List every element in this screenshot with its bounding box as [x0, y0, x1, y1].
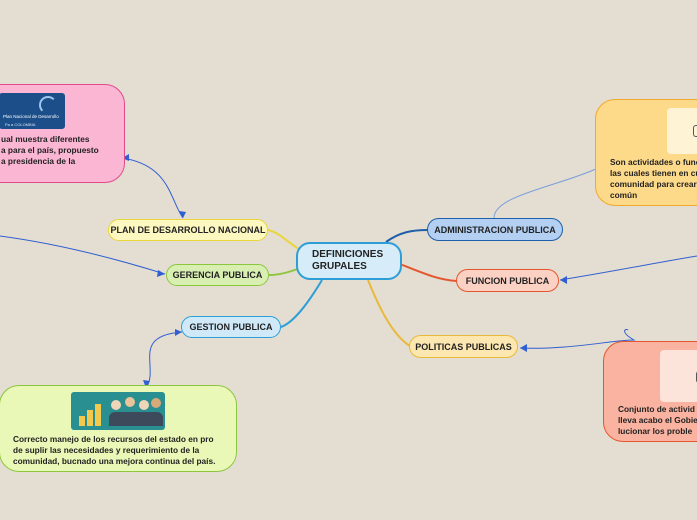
politicas-card-line: lleva acabo el Gobie	[618, 415, 697, 425]
gestion-person-icon	[125, 397, 135, 407]
image-placeholder-icon	[693, 125, 697, 137]
link-plan-arrow-start	[122, 154, 129, 161]
topic-plan-de-desarrollo[interactable]: PLAN DE DESARROLLO NACIONAL	[108, 219, 268, 241]
plan-card-line: a presidencia de la	[1, 156, 76, 166]
plan-card-line: a para el país, propuesto	[1, 145, 99, 155]
plan-logo-text-2: Pa a COLOMBIA	[5, 122, 36, 127]
link-funcion	[559, 255, 697, 281]
gestion-card-line: comunidad, bucnado una mejora continua d…	[13, 456, 216, 466]
plan-logo-wave-icon	[39, 96, 57, 114]
gestion-people-image	[71, 392, 165, 430]
branch-line-politicas	[367, 279, 411, 347]
plan-logo-image: Plan Nacional de Desarrollo Pa a COLOMBI…	[0, 93, 65, 129]
topic-gestion-publica[interactable]: GESTION PUBLICA	[181, 316, 281, 338]
central-topic-line1: DEFINICIONES	[312, 249, 384, 260]
gestion-card-line: Correcto manejo de los recursos del esta…	[13, 434, 214, 444]
topic-administracion-label: ADMINISTRACION PUBLICA	[434, 224, 556, 235]
link-plan-arrow	[179, 211, 186, 218]
link-gestion-arrow-bottom	[143, 380, 150, 388]
topic-politicas-publicas[interactable]: POLITICAS PUBLICAS	[409, 335, 518, 358]
card-politicas-publicas[interactable]: Conjunto de activid lleva acabo el Gobie…	[603, 341, 697, 442]
central-topic[interactable]: DEFINICIONES GRUPALES	[296, 242, 402, 280]
topic-administracion-publica[interactable]: ADMINISTRACION PUBLICA	[427, 218, 563, 241]
plan-logo-text-1: Plan Nacional de Desarrollo	[3, 114, 59, 119]
branch-line-plan	[267, 229, 301, 251]
administracion-card-line: comunidad para crear	[610, 179, 697, 189]
gestion-bars-icon	[87, 410, 93, 426]
topic-funcion-publica[interactable]: FUNCION PUBLICA	[456, 269, 559, 292]
administracion-card-line: común	[610, 190, 638, 200]
link-gerencia	[0, 235, 166, 275]
link-funcion-arrow	[560, 276, 567, 284]
administracion-card-line: las cuales tienen en cu	[610, 168, 697, 178]
gestion-person-icon	[111, 400, 121, 410]
gestion-card-line: de suplir las necesidades y requerimient…	[13, 445, 200, 455]
gestion-person-icon	[139, 400, 149, 410]
gestion-person-icon	[151, 398, 161, 408]
link-politicas-arrow	[520, 344, 527, 352]
card-administracion-publica[interactable]: Son actividades o func las cuales tienen…	[595, 99, 697, 206]
gestion-bars-icon	[79, 416, 85, 426]
topic-gerencia-label: GERENCIA PUBLICA	[172, 270, 263, 280]
link-gestion-arrow-top	[175, 329, 182, 336]
politicas-card-line: Conjunto de activid	[618, 404, 695, 414]
politicas-card-line: lucionar los proble	[618, 426, 693, 436]
gestion-crowd-icon	[109, 412, 163, 426]
central-topic-line2: GRUPALES	[312, 261, 367, 272]
topic-funcion-label: FUNCION PUBLICA	[465, 275, 550, 286]
topic-gerencia-publica[interactable]: GERENCIA PUBLICA	[166, 264, 269, 286]
link-administracion-card	[493, 167, 599, 219]
link-gestion-card	[145, 331, 183, 389]
topic-plan-label: PLAN DE DESARROLLO NACIONAL	[110, 225, 266, 235]
card-plan-de-desarrollo[interactable]: Plan Nacional de Desarrollo Pa a COLOMBI…	[0, 84, 125, 183]
politicas-image-placeholder	[660, 350, 697, 402]
branch-line-administracion	[385, 229, 429, 243]
administracion-card-line: Son actividades o func	[610, 157, 697, 167]
link-plan-card	[121, 157, 184, 219]
branch-line-gestion	[280, 279, 323, 328]
topic-politicas-label: POLITICAS PUBLICAS	[415, 341, 512, 352]
branch-line-funcion	[399, 263, 458, 282]
plan-card-line: ual muestra diferentes	[1, 134, 90, 144]
link-gerencia-arrow	[157, 270, 165, 277]
administracion-image-placeholder	[667, 108, 697, 154]
gestion-bars-icon	[95, 404, 101, 426]
card-gestion-publica[interactable]: Correcto manejo de los recursos del esta…	[0, 385, 237, 472]
topic-gestion-label: GESTION PUBLICA	[189, 322, 273, 332]
link-politicas-card	[519, 329, 636, 349]
